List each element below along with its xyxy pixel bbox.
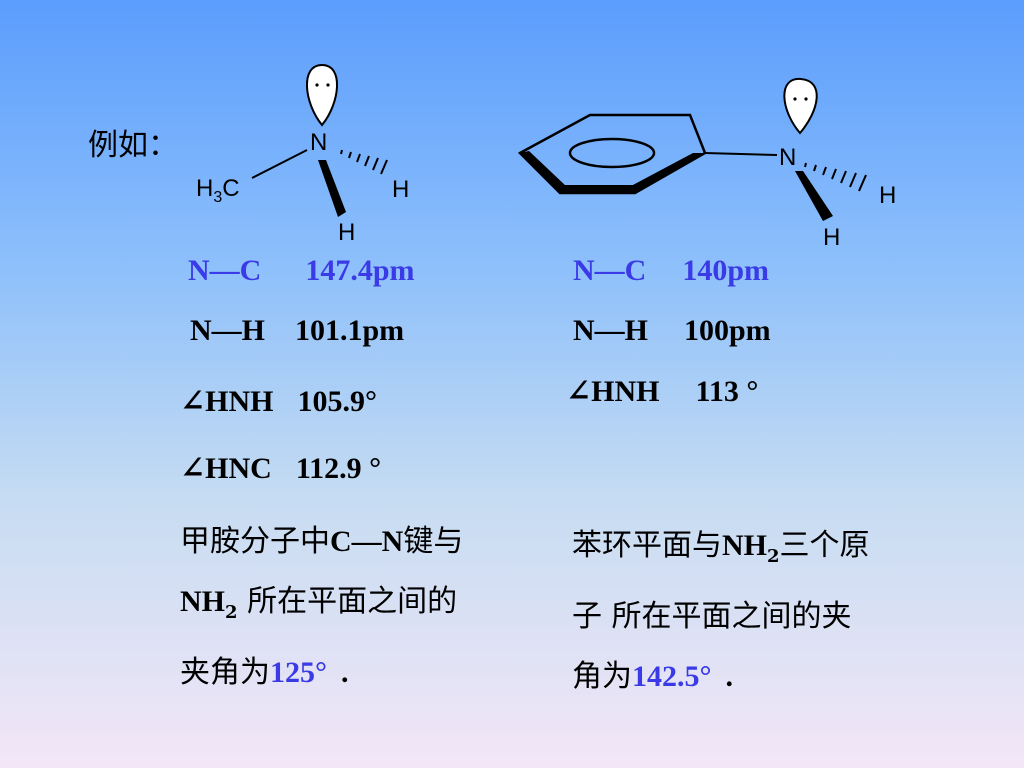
wedge-bond-n-h: [318, 160, 346, 217]
hashed-bond-n-h: [340, 149, 388, 175]
benzene-ring-front-edge-right: [631, 153, 705, 193]
methylamine-caption: 甲胺分子中C—N键与 NH2 所在平面之间的 夹角为125°.: [180, 512, 463, 703]
lone-pair-lobe: [783, 77, 818, 135]
atom-h-right: H: [879, 182, 896, 209]
methylamine-structure: N H H H3C: [196, 63, 409, 246]
bond-n-c: [251, 149, 308, 179]
caption-line: 甲胺分子中C—N键与: [180, 524, 464, 559]
aromatic-circle: [568, 137, 656, 169]
caption-line: NH2 所在平面之间的: [180, 584, 458, 623]
bond-c-n: [704, 152, 778, 156]
intro-label: 例如：: [88, 128, 178, 163]
hashed-bond-n-h: [804, 162, 867, 192]
lone-pair-dot: [326, 83, 330, 87]
wedge-bond-n-h: [795, 171, 833, 221]
lone-pair-lobe: [306, 63, 338, 127]
lone-pair-dot: [804, 97, 808, 101]
atom-h-right: H: [392, 176, 409, 203]
lone-pair-dot: [315, 83, 319, 87]
aniline-structure: N H H: [517, 77, 896, 251]
atom-h-bottom: H: [823, 224, 840, 251]
benzene-ring-front-edge-left: [520, 151, 567, 193]
caption-line: 角为142.5°.: [572, 659, 733, 694]
caption-line: 子 所在平面之间的夹: [572, 599, 852, 634]
atom-n: N: [310, 129, 327, 156]
benzene-ring-front-edge-bottom: [560, 185, 635, 193]
lone-pair-dot: [793, 97, 797, 101]
atom-n: N: [779, 144, 796, 171]
atom-ch3: H3C: [196, 175, 240, 206]
aniline-caption: 苯环平面与NH2三个原 子 所在平面之间的夹 角为142.5°.: [572, 516, 870, 707]
caption-line: 苯环平面与NH2三个原: [572, 528, 870, 567]
caption-line: 夹角为125°.: [180, 655, 349, 690]
benzene-ring-top: [517, 113, 707, 195]
atom-h-bottom: H: [338, 219, 355, 246]
